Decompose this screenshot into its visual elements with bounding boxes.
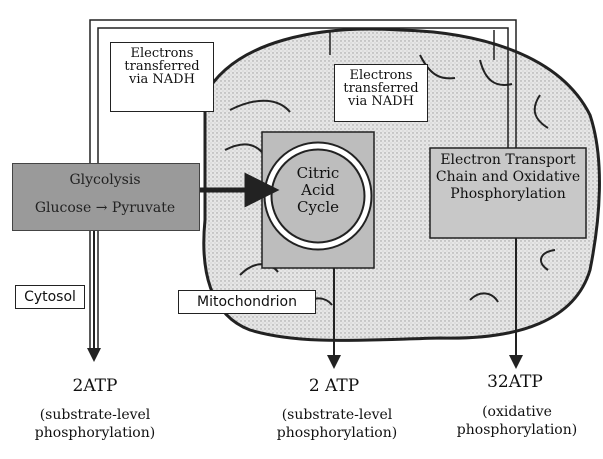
citric-acid-cycle-label: Citric Acid Cycle	[280, 165, 356, 216]
atp-note-1a: (substrate-level	[20, 407, 170, 424]
atp-note-2a: (substrate-level	[262, 407, 412, 424]
atp-note-2b: phosphorylation)	[262, 425, 412, 442]
mitochondrion-label: Mitochondrion	[178, 290, 316, 314]
atp-note-3b: phosphorylation)	[442, 422, 592, 439]
atp-note-1b: phosphorylation)	[20, 425, 170, 442]
glucose-pyruvate-label: Glucose → Pyruvate	[12, 200, 198, 216]
electrons-right-box: Electrons transferred via NADH	[334, 64, 428, 122]
atp-output-3: 32ATP	[470, 372, 560, 392]
glycolysis-label: Glycolysis	[12, 172, 198, 188]
etc-label: Electron Transport Chain and Oxidative P…	[432, 152, 584, 203]
cytosol-label: Cytosol	[15, 285, 85, 309]
atp-note-3a: (oxidative	[442, 404, 592, 421]
electrons-left-box: Electrons transferred via NADH	[110, 42, 214, 112]
atp-output-2: 2 ATP	[294, 376, 374, 396]
atp-output-1: 2ATP	[55, 376, 135, 396]
